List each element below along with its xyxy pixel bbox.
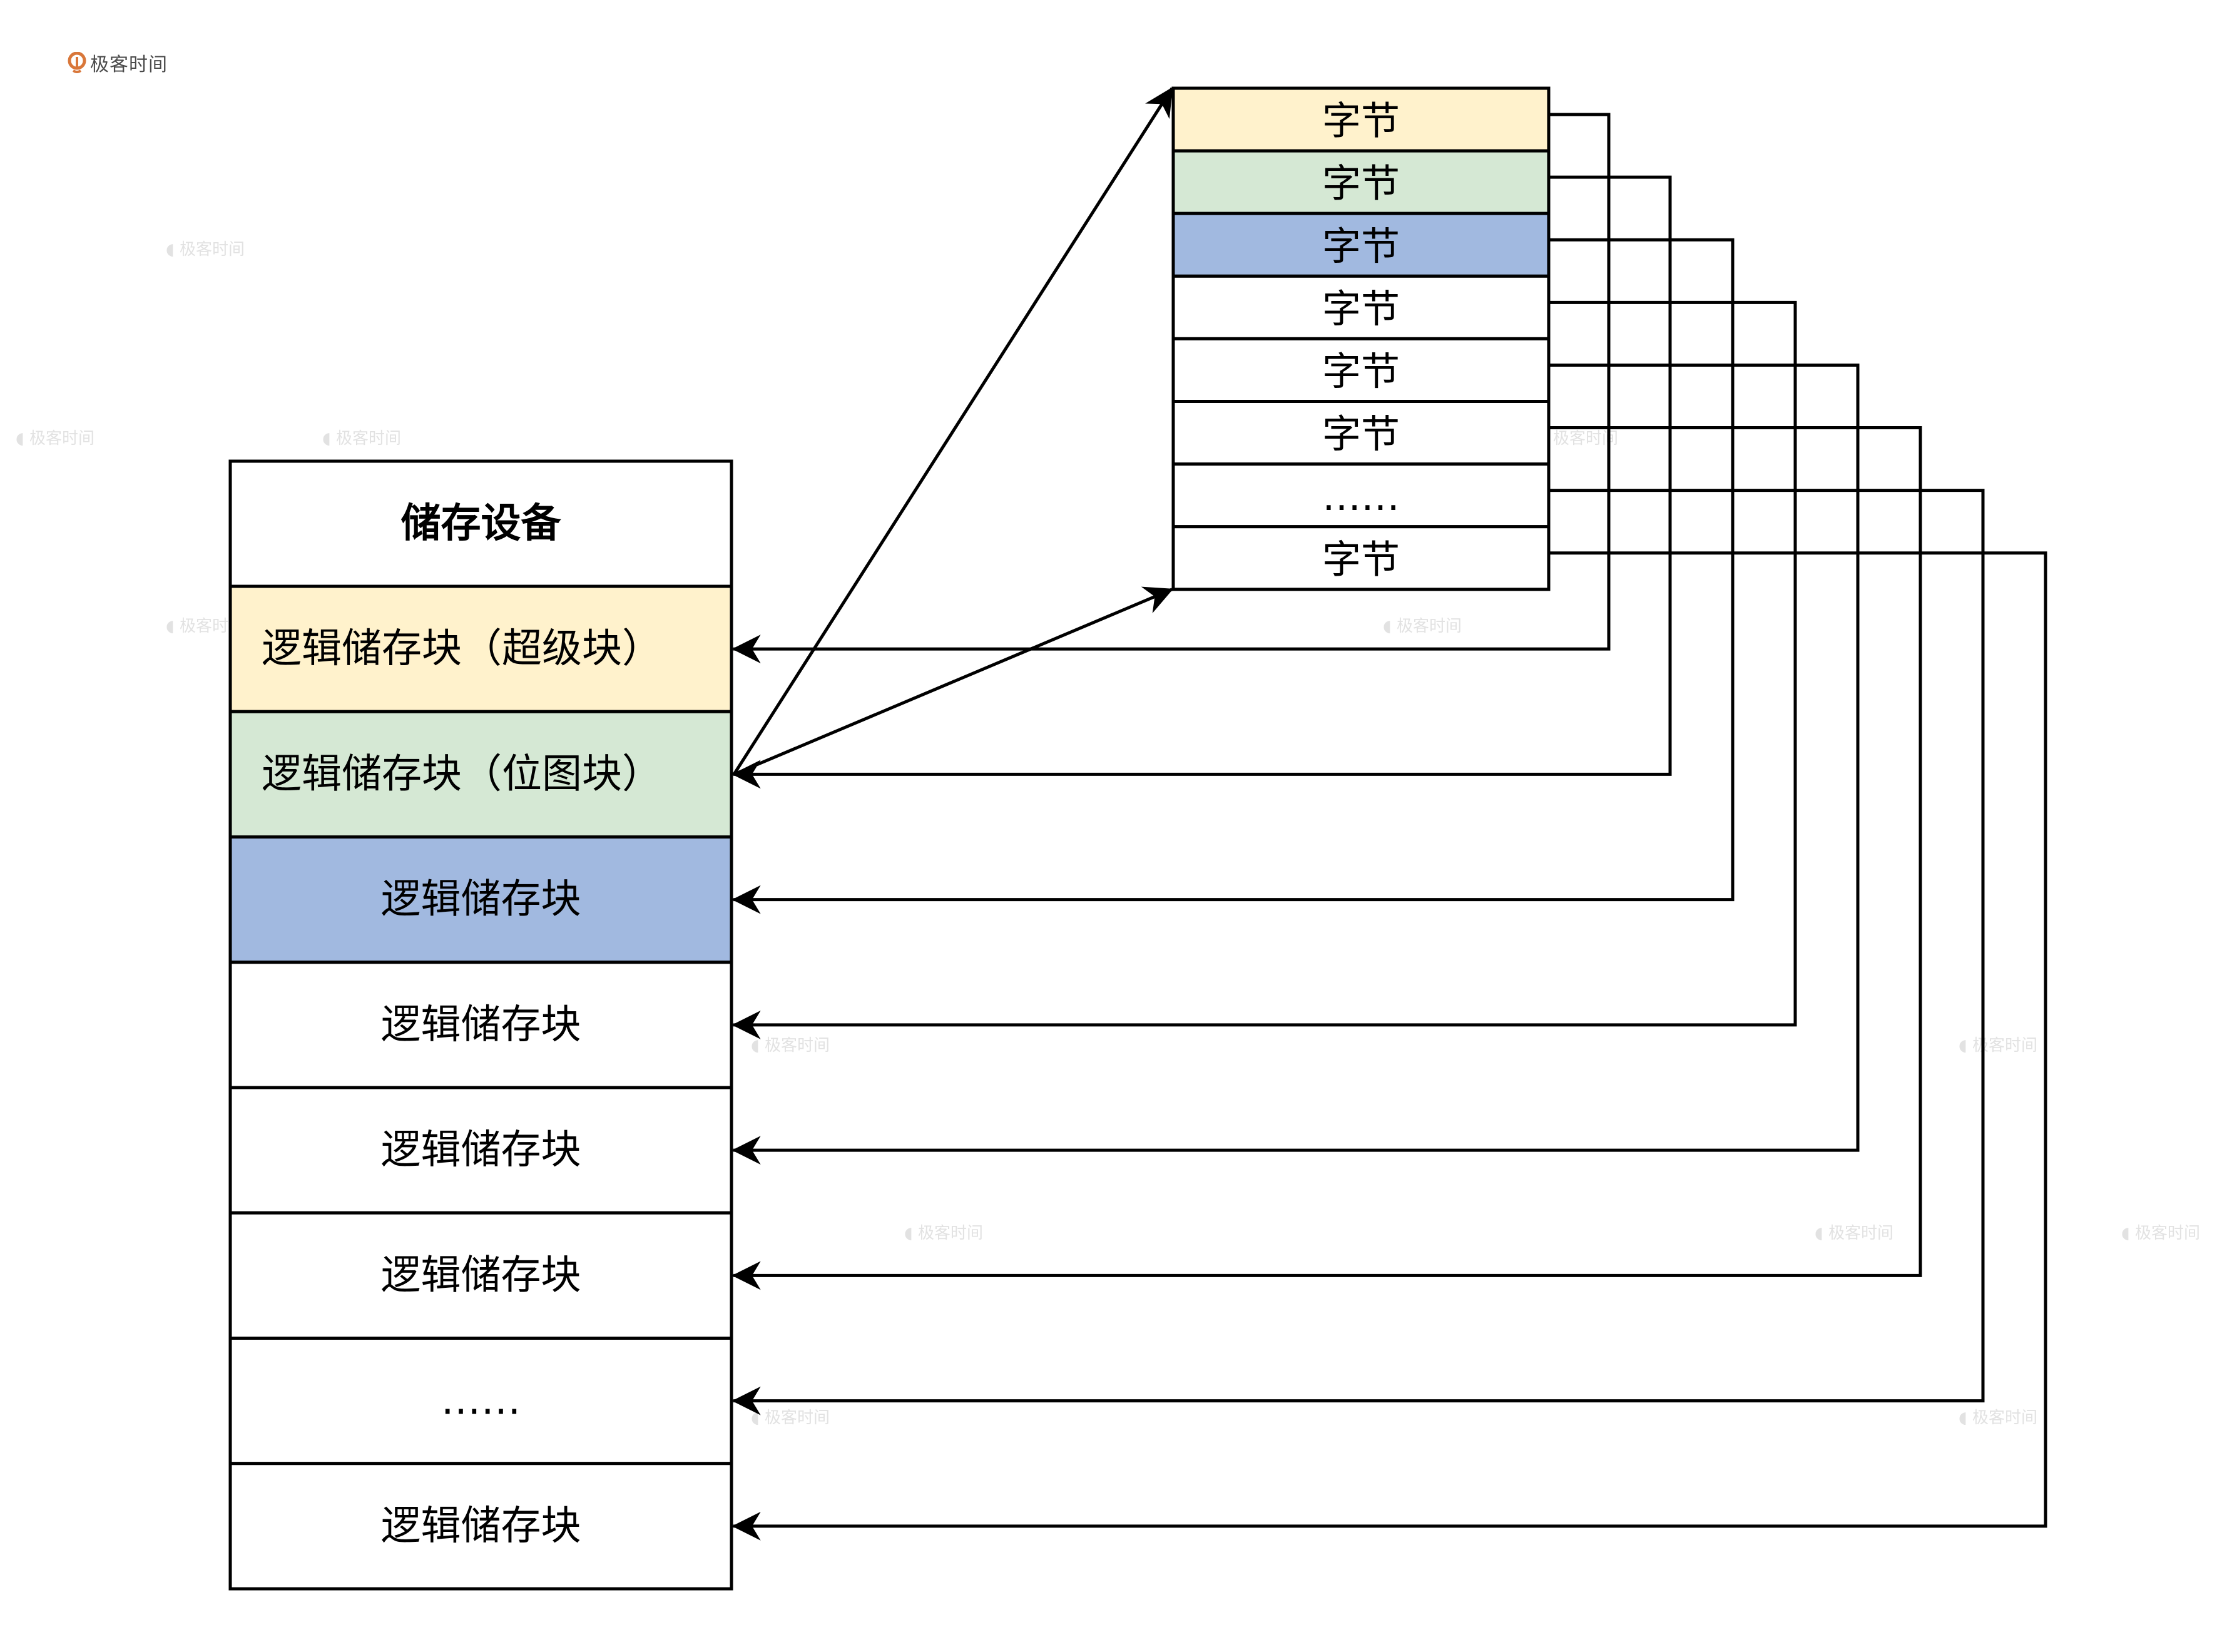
byte-row: 字节 — [1171, 86, 1551, 153]
watermark-text: ◖ 极客时间 — [1959, 1036, 2037, 1055]
storage-block-row: 逻辑储存块 — [228, 961, 733, 1089]
byte-to-block-arrow — [731, 175, 1672, 789]
storage-device-title-cell: 储存设备 — [228, 459, 733, 588]
watermark-text: ◖ 极客时间 — [1959, 1409, 2037, 1427]
storage-block-row: 逻辑储存块（超级块） — [228, 584, 733, 713]
logo-text: 极客时间 — [90, 54, 168, 76]
storage-block-label: 逻辑储存块（位图块） — [262, 751, 662, 797]
byte-row: 字节 — [1171, 400, 1551, 466]
connector-lines — [731, 87, 2047, 1541]
watermark-text: ◖ 极客时间 — [322, 429, 401, 448]
storage-block-row: 逻辑储存块 — [228, 1086, 733, 1215]
byte-cell — [1171, 525, 1551, 591]
byte-label: 字节 — [1322, 98, 1400, 144]
storage-block-cell — [228, 835, 733, 964]
storage-block-label: 逻辑储存块 — [381, 1503, 581, 1549]
byte-label: 字节 — [1322, 536, 1400, 582]
byte-to-block-arrow — [731, 300, 1797, 1039]
storage-device-table: 储存设备逻辑储存块（超级块）逻辑储存块（位图块）逻辑储存块逻辑储存块逻辑储存块逻… — [228, 459, 733, 1591]
byte-label: 字节 — [1322, 411, 1400, 457]
byte-to-block-arrow — [731, 551, 2047, 1541]
geektime-logo: 极客时间 — [68, 49, 168, 76]
storage-block-cell — [228, 1337, 733, 1466]
byte-cell — [1171, 462, 1551, 529]
byte-row: 字节 — [1171, 149, 1551, 215]
storage-block-label: …… — [441, 1378, 521, 1424]
watermark-text: ◖ 极客时间 — [751, 1036, 830, 1055]
byte-cell — [1171, 337, 1551, 404]
byte-label: 字节 — [1322, 161, 1400, 206]
storage-block-cell — [228, 1211, 733, 1340]
storage-block-label: 逻辑储存块 — [381, 1252, 581, 1298]
storage-block-cell — [228, 710, 733, 839]
storage-block-cell — [228, 584, 733, 713]
byte-row: …… — [1171, 462, 1551, 529]
byte-label: …… — [1322, 474, 1400, 519]
byte-cell — [1171, 212, 1551, 278]
byte-to-block-arrow — [731, 489, 1985, 1415]
storage-block-label: 逻辑储存块 — [381, 1002, 581, 1048]
byte-row: 字节 — [1171, 337, 1551, 404]
watermark-text: ◖ 极客时间 — [1815, 1224, 1893, 1243]
storage-block-label: 逻辑储存块 — [381, 1127, 581, 1173]
watermark-text: ◖ 极客时间 — [751, 1409, 830, 1427]
storage-block-cell — [228, 961, 733, 1089]
watermark-text: ◖ 极客时间 — [16, 429, 94, 448]
byte-to-block-arrow — [731, 113, 1611, 664]
zoom-arrow-bottom — [733, 586, 1174, 776]
byte-label: 字节 — [1322, 223, 1400, 269]
storage-block-label: 逻辑储存块 — [381, 877, 581, 923]
byte-to-block-arrow — [731, 238, 1735, 914]
storage-block-cell — [228, 1086, 733, 1215]
storage-block-cell — [228, 1462, 733, 1591]
storage-block-row: 逻辑储存块 — [228, 1211, 733, 1340]
watermark-text: ◖ 极客时间 — [1383, 617, 1462, 636]
watermark-text: ◖ 极客时间 — [2121, 1224, 2200, 1243]
byte-row: 字节 — [1171, 212, 1551, 278]
watermark-text: ◖ 极客时间 — [1539, 429, 1618, 448]
byte-label: 字节 — [1322, 349, 1400, 394]
byte-cell — [1171, 274, 1551, 340]
storage-block-row: 逻辑储存块 — [228, 835, 733, 964]
storage-block-row: …… — [228, 1337, 733, 1466]
byte-cell — [1171, 86, 1551, 153]
byte-label: 字节 — [1322, 286, 1400, 332]
byte-to-block-arrow — [731, 426, 1922, 1290]
byte-to-block-arrow — [731, 363, 1860, 1165]
watermark-text: ◖ 极客时间 — [904, 1224, 983, 1243]
byte-row: 字节 — [1171, 274, 1551, 340]
watermark-text: ◖ 极客时间 — [166, 240, 245, 259]
storage-block-label: 逻辑储存块（超级块） — [262, 626, 662, 672]
storage-block-row: 逻辑储存块（位图块） — [228, 710, 733, 839]
geektime-logo-icon — [68, 52, 86, 73]
storage-block-row: 逻辑储存块 — [228, 1462, 733, 1591]
zoom-arrow-top — [732, 87, 1174, 775]
storage-device-title: 储存设备 — [401, 501, 562, 547]
byte-row: 字节 — [1171, 525, 1551, 591]
